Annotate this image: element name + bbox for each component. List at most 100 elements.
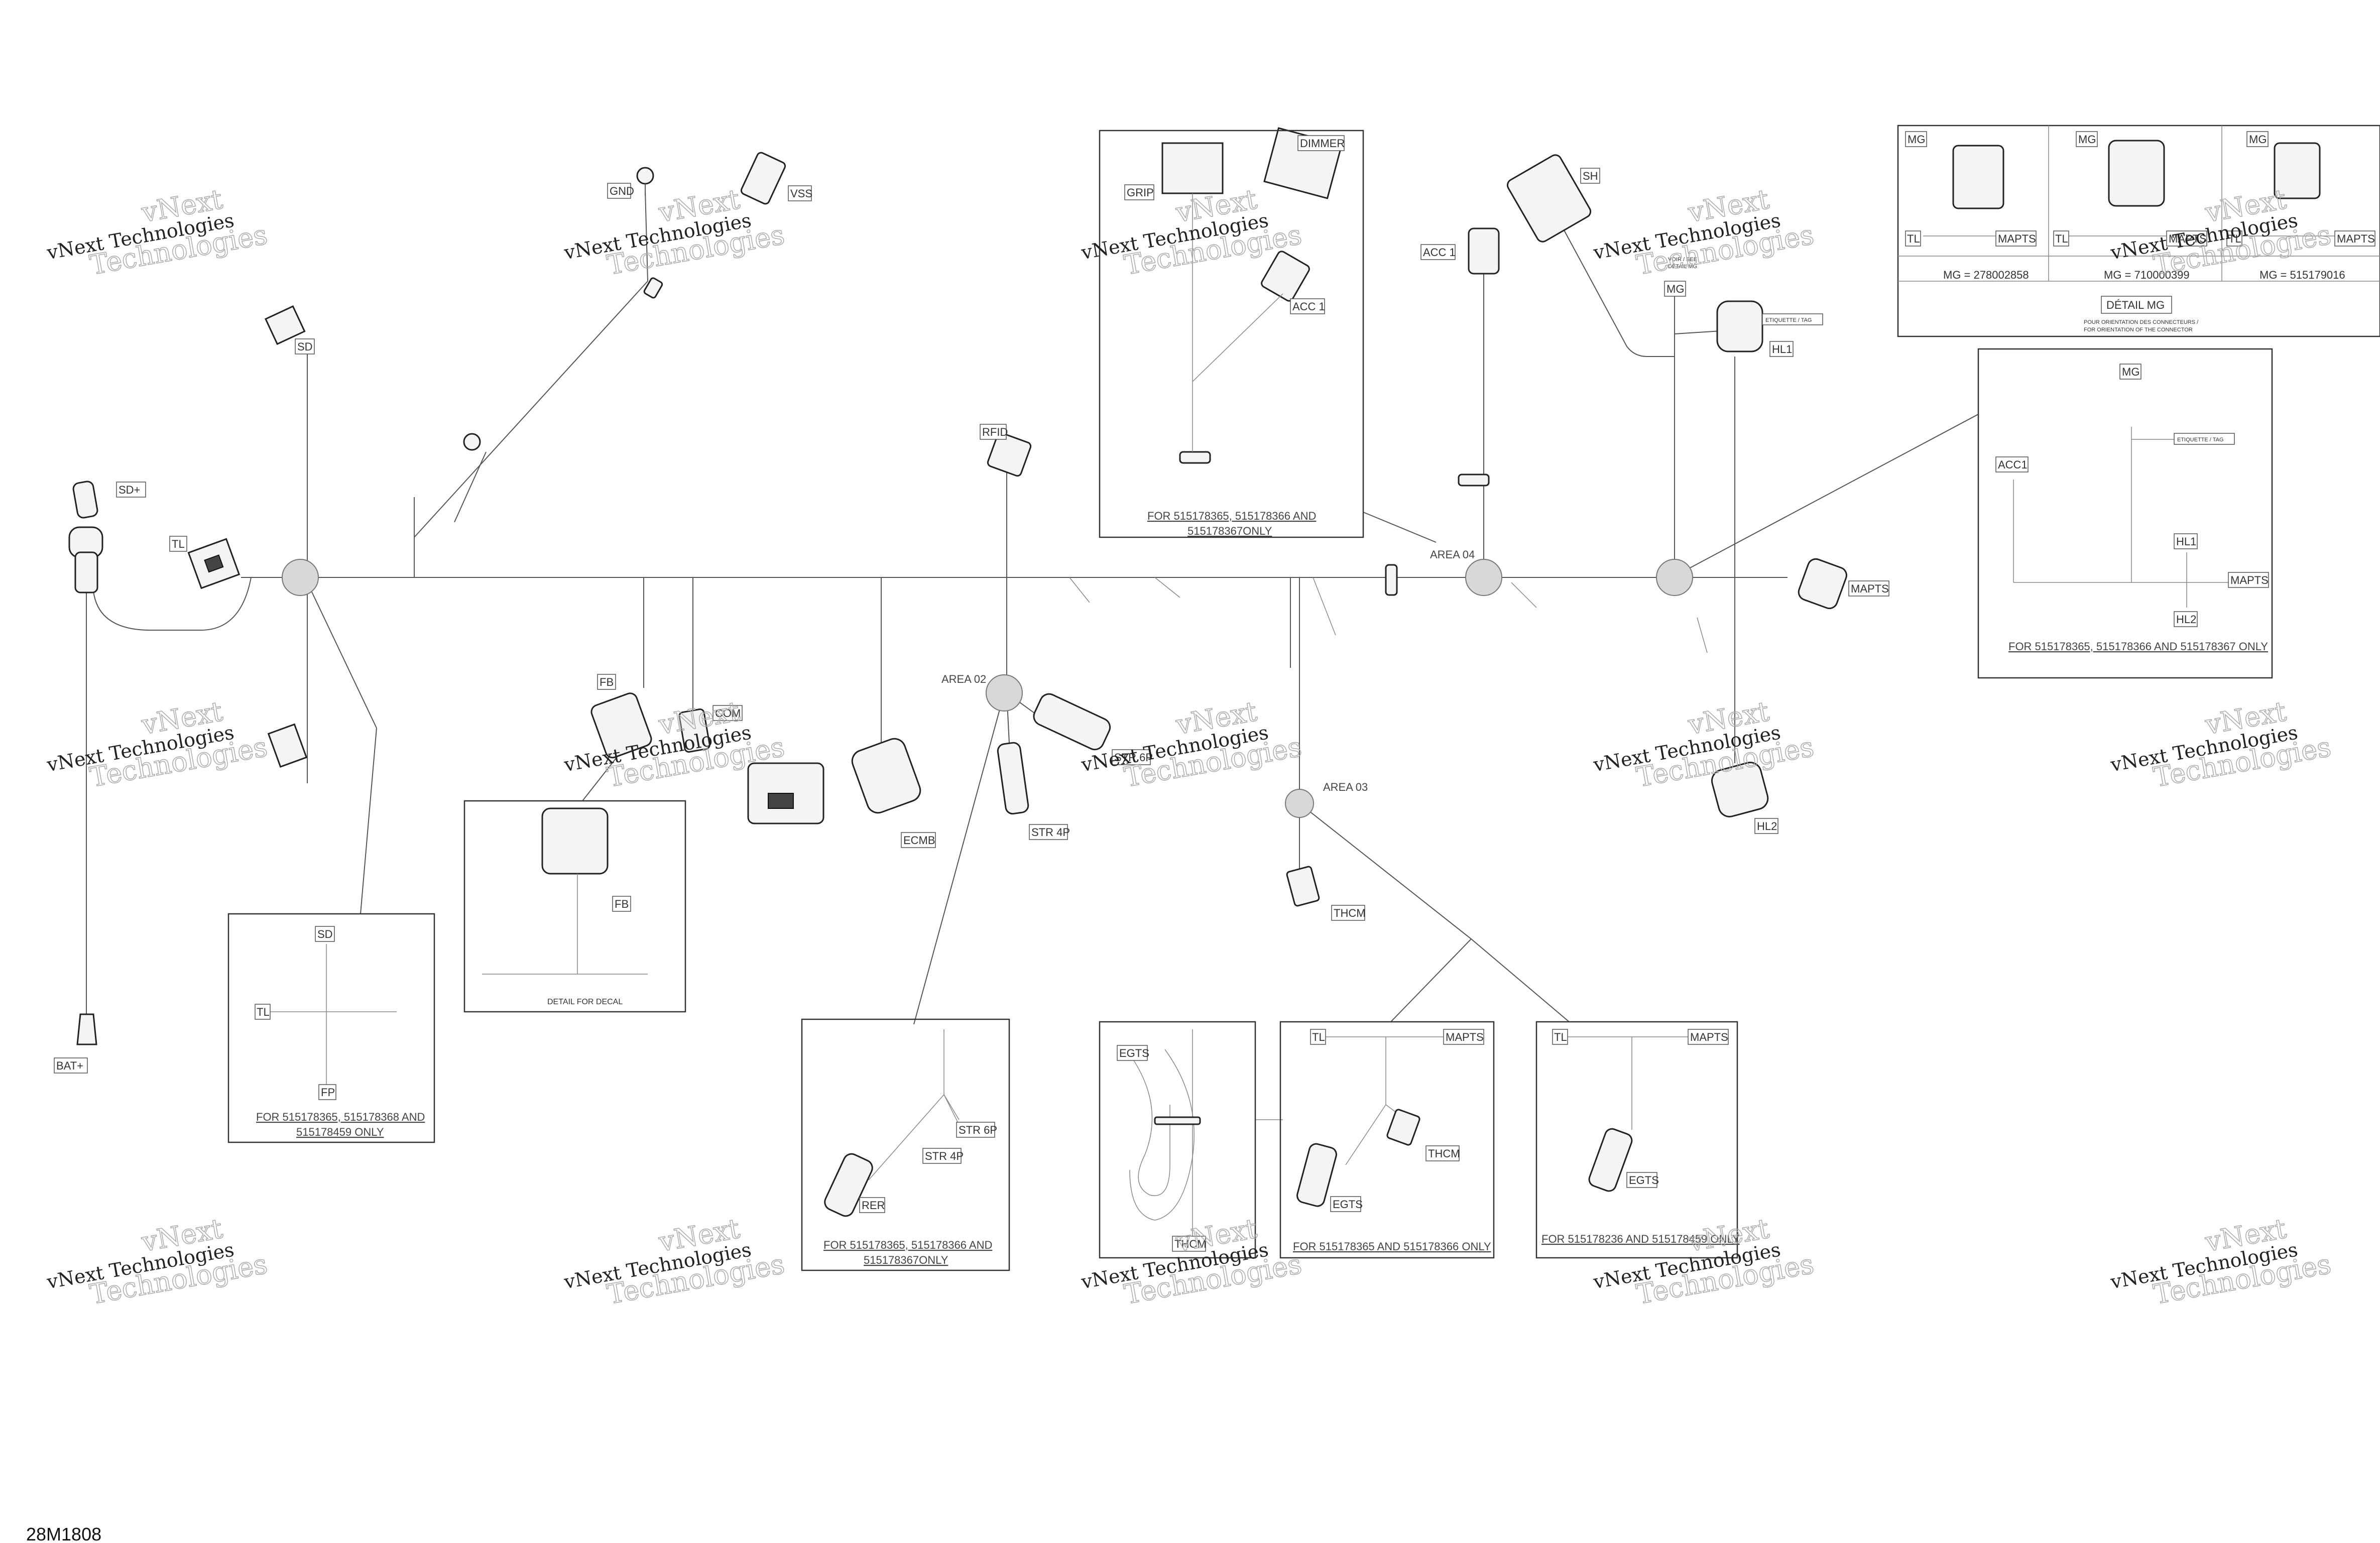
note-hl-box: FOR 515178365, 515178366 AND 515178367 O… xyxy=(2008,640,2268,653)
thcm-connector xyxy=(1286,866,1320,907)
label-mg-cell3: MG xyxy=(2249,133,2267,146)
label-hl1-hl-box: HL1 xyxy=(2176,535,2196,548)
label-str-6p: STR 6P xyxy=(1114,751,1153,764)
thcm-detail-box xyxy=(1279,1021,1495,1259)
hl2-connector xyxy=(1711,762,1769,817)
mg-part-2: MG = 710000399 xyxy=(2104,269,2190,281)
label-egts-thcm-box: EGTS xyxy=(1333,1198,1363,1211)
component-labels: GND VSS SD SD+ TL BAT+ FB COM ECMB RFID … xyxy=(54,131,2375,1252)
str-4p-connector xyxy=(997,742,1029,815)
sd-detail-box xyxy=(227,913,435,1143)
label-gnd: GND xyxy=(610,185,634,197)
egts-box-connector xyxy=(1588,1128,1633,1192)
connectors xyxy=(68,127,1847,1045)
gnd-ring-terminal xyxy=(636,167,654,185)
thcm-box-egts-connector xyxy=(1296,1143,1337,1207)
label-com: COM xyxy=(715,707,741,720)
note-rer-box-1: FOR 515178365, 515178366 AND xyxy=(823,1239,992,1251)
label-hl1: HL1 xyxy=(1772,343,1792,355)
fb-detail-box xyxy=(463,800,686,1013)
vss-connector xyxy=(740,152,786,205)
label-mg: MG xyxy=(1667,283,1684,295)
label-rfid: RFID xyxy=(982,426,1008,438)
junction-node-mg xyxy=(1656,559,1693,596)
label-mapts-cell2: MAPTS xyxy=(2169,232,2207,245)
mg-part-3: MG = 515179016 xyxy=(2259,269,2345,281)
sd-lower-connector xyxy=(267,723,308,768)
bat-plus-connector xyxy=(76,1013,97,1045)
area-labels: AREA 02 AREA 03 AREA 04 xyxy=(941,548,1475,793)
junction-node-sd xyxy=(282,559,319,596)
area-04-label: AREA 04 xyxy=(1430,548,1475,561)
detail-mg-sub2: FOR ORIENTATION OF THE CONNECTOR xyxy=(2084,327,2193,333)
label-mapts: MAPTS xyxy=(1851,582,1889,595)
detail-mg-box xyxy=(1897,125,2380,337)
grip-connector xyxy=(1161,142,1224,194)
egts-hose-box xyxy=(1099,1021,1256,1259)
label-voir-see: VOIR / SEE xyxy=(1668,257,1697,263)
mg-710000399-connector xyxy=(2108,140,2165,207)
label-sd-plus: SD+ xyxy=(118,484,140,496)
area-03-label: AREA 03 xyxy=(1323,781,1368,793)
label-mg-hl-box: MG xyxy=(2122,366,2139,378)
label-fb-box: FB xyxy=(615,898,629,910)
label-mapts-thcm-box: MAPTS xyxy=(1446,1031,1484,1043)
label-hl2: HL2 xyxy=(1757,820,1777,833)
sd-plus-connector xyxy=(68,481,103,594)
label-tl: TL xyxy=(172,538,185,550)
junction-nodes xyxy=(282,559,1693,818)
label-mg-cell1: MG xyxy=(1908,133,1925,146)
label-tag-hl1: ETIQUETTE / TAG xyxy=(1765,317,1812,323)
sd-connector xyxy=(264,305,306,345)
thcm-box-thcm-connector xyxy=(1386,1109,1420,1146)
label-egts-egts-box: EGTS xyxy=(1629,1174,1659,1186)
rer-detail-box xyxy=(801,1018,1010,1271)
gnd-ring-terminal-2 xyxy=(463,433,481,451)
label-bat-plus: BAT+ xyxy=(56,1059,83,1072)
egts-detail-box xyxy=(1535,1021,1738,1259)
harness-trunk xyxy=(86,190,1979,1120)
detail-boxes xyxy=(227,125,2380,1271)
note-grip-box-1: FOR 515178365, 515178366 AND xyxy=(1147,510,1316,522)
mapts-connector xyxy=(1798,558,1847,610)
label-tl-box: TL xyxy=(257,1006,270,1018)
detail-mg-sub1: POUR ORIENTATION DES CONNECTEURS / xyxy=(2084,319,2199,325)
label-tl-thcm-box: TL xyxy=(1312,1031,1325,1043)
fb-connector xyxy=(590,692,652,759)
mg-part-1: MG = 278002858 xyxy=(1943,269,2029,281)
label-acc1-area04: ACC 1 xyxy=(1423,246,1456,259)
label-vss: VSS xyxy=(790,187,812,200)
label-sd-box: SD xyxy=(317,928,333,940)
label-thcm-thcm-box: THCM xyxy=(1428,1147,1460,1160)
junction-node-area02 xyxy=(986,674,1023,711)
area-02-label: AREA 02 xyxy=(941,673,986,685)
rer-connector xyxy=(824,1153,873,1217)
label-mapts-cell3: MAPTS xyxy=(2337,232,2375,245)
label-mapts-cell1: MAPTS xyxy=(1998,232,2036,245)
label-tl-cell1: TL xyxy=(1907,232,1920,245)
detail-mg-title: DÉTAIL MG xyxy=(2106,299,2165,311)
label-str-6p-box: STR 6P xyxy=(959,1124,997,1136)
note-grip-box-2: 515178367ONLY xyxy=(1187,525,1272,537)
label-mapts-egts-box: MAPTS xyxy=(1690,1031,1728,1043)
mg-515179016-connector xyxy=(2274,142,2321,199)
label-str-4p-box: STR 4P xyxy=(925,1150,964,1162)
sh-connector xyxy=(1506,154,1592,243)
hl1-connector xyxy=(1716,300,1763,352)
label-thcm-hose: THCM xyxy=(1174,1238,1207,1250)
label-grip: GRIP xyxy=(1127,186,1154,199)
acc1-area04-connector xyxy=(1468,227,1500,275)
label-tl-egts-box: TL xyxy=(1554,1031,1567,1043)
note-sd-box-2: 515178459 ONLY xyxy=(296,1126,384,1138)
label-mg-cell2: MG xyxy=(2078,133,2096,146)
label-mapts-hl-box: MAPTS xyxy=(2230,574,2269,586)
acc1-connector xyxy=(1261,251,1310,302)
